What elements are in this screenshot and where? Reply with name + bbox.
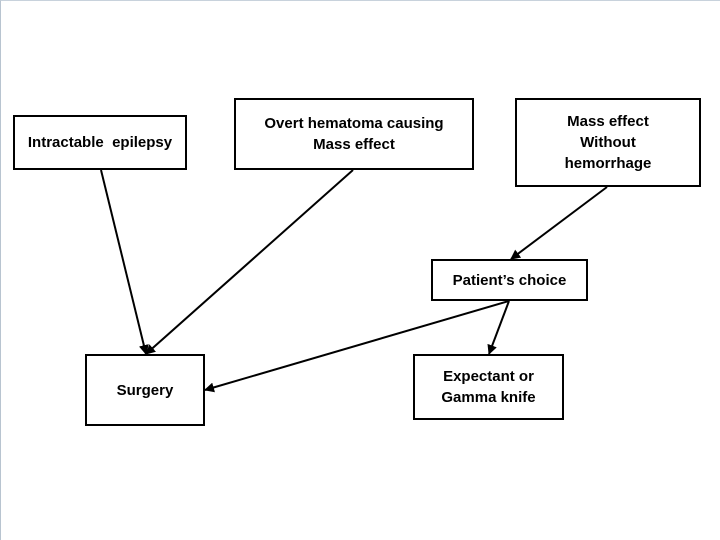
arrow-patients-choice-to-expectant: [487, 300, 510, 355]
arrow-hematoma-to-surgery: [145, 169, 354, 355]
node-label: Patient’s choice: [452, 271, 567, 289]
node-label: Expectant or: [443, 368, 534, 385]
node-label: Overt hematoma causing: [264, 115, 444, 132]
node-label: Mass effect: [313, 136, 395, 153]
node-label: Gamma knife: [441, 389, 536, 406]
node-patients-choice: Patient’s choice: [431, 259, 588, 301]
node-label: Mass effect: [567, 113, 649, 130]
node-intractable-epilepsy: Intractable epilepsy: [13, 115, 187, 170]
node-expectant-or-gamma-knife: Expectant or Gamma knife: [413, 354, 564, 420]
node-label: Without: [580, 134, 636, 151]
node-surgery: Surgery: [85, 354, 205, 426]
node-label: Intractable epilepsy: [27, 134, 173, 151]
node-overt-hematoma: Overt hematoma causing Mass effect: [234, 98, 474, 170]
arrow-mass-effect-to-patients-choice: [510, 186, 608, 260]
arrow-epilepsy-to-surgery: [100, 169, 149, 355]
arrow-patients-choice-to-surgery: [204, 300, 510, 393]
node-label: Surgery: [116, 381, 174, 399]
node-mass-effect-without-hemorrhage: Mass effect Without hemorrhage: [515, 98, 701, 187]
node-label: hemorrhage: [564, 155, 652, 172]
